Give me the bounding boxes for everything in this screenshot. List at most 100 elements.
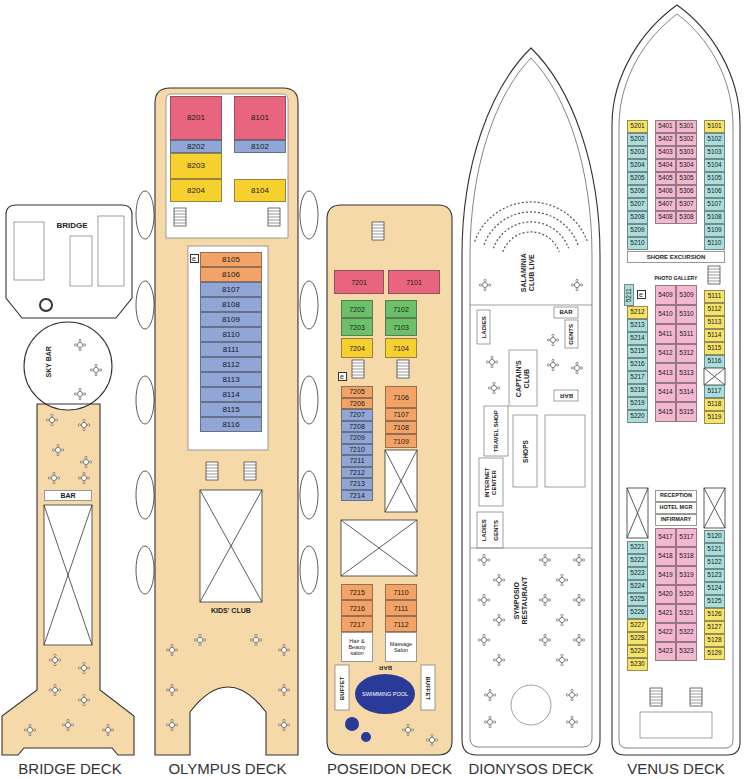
cabin-number: 5227 [630, 622, 644, 629]
cabin-box: 5124 [704, 582, 725, 595]
cabin-number: 5420 [658, 591, 672, 598]
room-wall [619, 14, 733, 748]
cabin-number: 5220 [630, 413, 644, 420]
cabin-number: 7107 [393, 411, 409, 418]
room-wall [98, 216, 124, 286]
cabin-box: 5118 [704, 398, 725, 411]
room-box: Massage Salon [385, 632, 417, 662]
cabin-box: 5218 [627, 384, 648, 397]
cabin-number: 5406 [658, 188, 672, 195]
room-wall [421, 665, 435, 710]
cabin-number: 8106 [222, 271, 240, 279]
cabin-box: 7203 [341, 318, 373, 336]
area-label: BUFFET [425, 675, 432, 701]
cabin-number: 7108 [393, 424, 409, 431]
room-name: Massage Salon [386, 641, 416, 653]
room-box: Hair & Beauty salon [341, 632, 373, 662]
cabin-number: 5415 [658, 409, 672, 416]
tables [90, 364, 101, 375]
room-wall [470, 58, 592, 747]
tables [573, 634, 584, 645]
cabin-number: 5224 [630, 583, 644, 590]
cabin-number: 5205 [630, 175, 644, 182]
tables [486, 356, 497, 367]
cabin-number: 5101 [707, 123, 721, 130]
tables [62, 719, 73, 730]
elevator-icon: e [338, 372, 347, 381]
tables [493, 574, 504, 585]
cabin-box: 7103 [385, 318, 417, 336]
room-wall [479, 458, 503, 506]
room-name: HOTEL MGR [660, 505, 693, 511]
cabin-box: 5403 [655, 146, 676, 159]
area-label: LADIES [481, 518, 488, 542]
cabin-box: 8116 [200, 417, 262, 432]
cabin-box: 5407 [655, 198, 676, 211]
room-wall [509, 350, 537, 406]
tables [556, 574, 567, 585]
lift-shaft [704, 488, 725, 528]
stairs [206, 462, 218, 480]
area-label: BRIDGE [56, 222, 89, 231]
room-name: Hair & Beauty salon [342, 638, 372, 656]
cabin-box: 5127 [704, 621, 725, 634]
helm [40, 299, 52, 311]
tables [539, 554, 550, 565]
tables [547, 334, 558, 345]
cabin-box: 5422 [655, 623, 676, 642]
cabin-number: 5402 [658, 136, 672, 143]
cabin-number: 5215 [630, 348, 644, 355]
cabin-box: 5217 [627, 371, 648, 384]
cabin-number: 5219 [630, 400, 644, 407]
room-box: RECEPTION [655, 490, 697, 502]
cabin-box: 5105 [704, 172, 725, 185]
cabin-number: 7102 [393, 306, 409, 313]
cabin-box: 5315 [676, 402, 697, 422]
cabin-number: 5407 [658, 201, 672, 208]
cabin-box: 5308 [676, 211, 697, 224]
cabin-box: 5402 [655, 133, 676, 146]
cabin-number: 5118 [708, 401, 722, 408]
lifeboat [136, 471, 154, 519]
cabin-number: 5121 [707, 546, 721, 553]
cabin-number: 5301 [679, 123, 693, 130]
cabin-box: 5111 [704, 290, 725, 303]
cabin-box: 5321 [676, 604, 697, 623]
cabin-number: 5417 [658, 534, 672, 541]
cabin-box: 5306 [676, 185, 697, 198]
cabin-number: 5213 [630, 322, 644, 329]
cabin-box: 5108 [704, 211, 725, 224]
deck-plan: BRIDGE DECKBAR [0, 200, 140, 779]
cabin-number: 5309 [679, 292, 693, 299]
cabin-box: 7214 [341, 490, 373, 502]
hull-fill [2, 404, 134, 755]
tables [478, 634, 489, 645]
cabin-number: 5124 [707, 585, 721, 592]
cabin-box: 8101 [234, 96, 286, 140]
cabin-box: 5213 [627, 319, 648, 332]
tables [250, 634, 261, 645]
cabin-box: 5227 [627, 619, 648, 632]
cabin-box: 7207 [341, 409, 373, 421]
lifeboat [300, 471, 318, 519]
cabin-number: 7209 [349, 434, 365, 441]
cabin-box: 7102 [385, 300, 417, 318]
cabin-box: 5401 [655, 120, 676, 133]
cabin-number: 8108 [222, 301, 240, 309]
cabin-number: 5323 [679, 648, 693, 655]
cabin-number: 5413 [658, 370, 672, 377]
tables [571, 279, 582, 290]
cabin-box: 5211 [624, 284, 634, 306]
room-name: INFIRMARY [661, 517, 691, 523]
cabin-box: 5406 [655, 185, 676, 198]
cabin-box: 5119 [704, 411, 725, 424]
cabin-box: 5310 [676, 305, 697, 325]
tables [46, 414, 57, 425]
area-label: GENTS [493, 518, 500, 541]
cabin-number: 5104 [707, 162, 721, 169]
cabin-number: 5122 [707, 559, 721, 566]
area-label: LADIES [481, 315, 488, 339]
stairs [352, 360, 364, 378]
cabin-box: 7101 [388, 270, 440, 294]
